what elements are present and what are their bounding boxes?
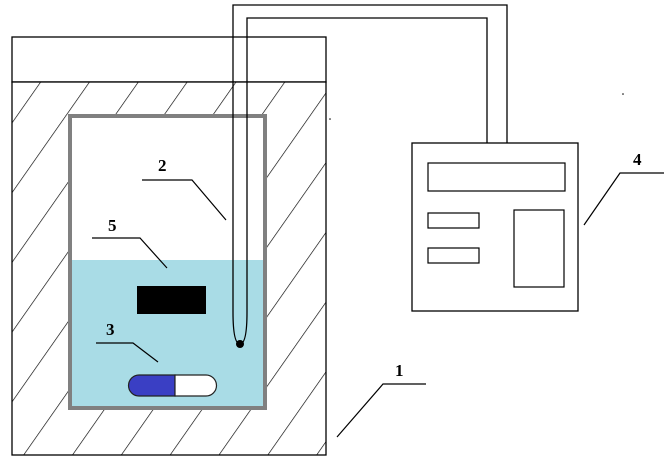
label-1: 1 — [395, 361, 404, 380]
leader-line-3 — [96, 342, 159, 363]
container-lid — [11, 36, 327, 83]
label-5: 5 — [108, 216, 117, 235]
probe-cable — [232, 4, 508, 143]
stir-bar-right-half — [174, 374, 218, 397]
inner-vessel — [68, 114, 267, 410]
vessel-wall — [68, 114, 267, 410]
leader-lines — [92, 172, 664, 438]
temperature-probe — [232, 18, 248, 348]
logger-button-bottom — [427, 247, 480, 264]
data-logger — [411, 142, 579, 312]
stray-dot — [622, 93, 624, 95]
label-2: 2 — [158, 156, 167, 175]
logger-display — [427, 162, 566, 192]
stir-bar — [127, 374, 218, 397]
leader-line-1 — [336, 383, 426, 438]
leader-line-5 — [92, 237, 168, 269]
label-3: 3 — [106, 320, 115, 339]
leader-line-2 — [142, 179, 227, 221]
probe-tip — [236, 340, 244, 348]
logger-button-top — [427, 212, 480, 229]
stray-dot — [329, 118, 331, 120]
logger-panel — [513, 209, 565, 288]
leader-line-4 — [583, 172, 664, 226]
stir-bar-left-half — [127, 374, 176, 397]
sample-block — [137, 286, 206, 314]
label-4: 4 — [633, 150, 642, 169]
